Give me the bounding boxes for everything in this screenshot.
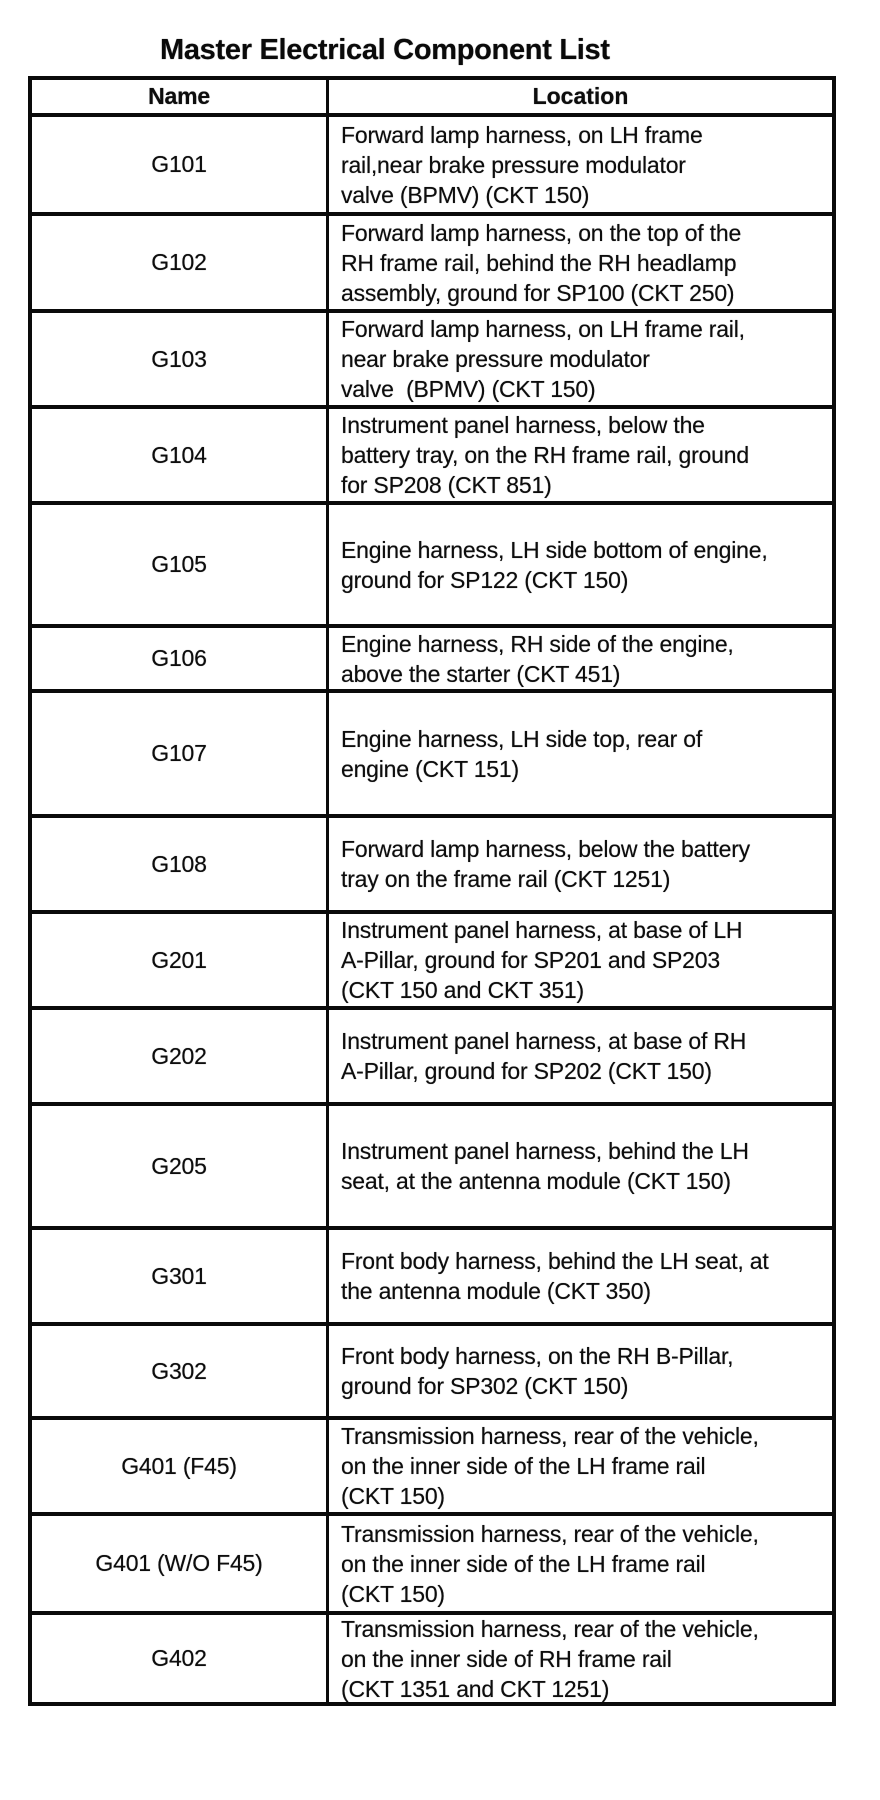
table-row: G108 Forward lamp harness, below the bat… bbox=[32, 818, 832, 914]
component-location-cell: Transmission harness, rear of the vehicl… bbox=[329, 1420, 832, 1512]
component-name: G105 bbox=[32, 505, 329, 624]
component-location-cell: Instrument panel harness, behind the LH … bbox=[329, 1106, 832, 1226]
component-location-text: Forward lamp harness, below the battery … bbox=[341, 836, 750, 892]
component-location-text: Engine harness, LH side top, rear of eng… bbox=[341, 725, 703, 782]
component-location-cell: Engine harness, RH side of the engine, a… bbox=[329, 628, 832, 689]
component-location-text: Engine harness, LH side bottom of engine… bbox=[341, 536, 768, 593]
table-row: G102 Forward lamp harness, on the top of… bbox=[32, 216, 832, 313]
table-row: G201 Instrument panel harness, at base o… bbox=[32, 914, 832, 1010]
component-location-cell: Transmission harness, rear of the vehicl… bbox=[329, 1516, 832, 1611]
component-location-cell: Forward lamp harness, below the battery … bbox=[329, 818, 832, 910]
column-header-location: Location bbox=[532, 83, 629, 109]
component-location-text: Front body harness, behind the LH seat, … bbox=[341, 1248, 769, 1304]
component-name: G201 bbox=[32, 914, 329, 1006]
table-row: G107 Engine harness, LH side top, rear o… bbox=[32, 693, 832, 818]
table-row: G106 Engine harness, RH side of the engi… bbox=[32, 628, 832, 693]
component-location-text: Front body harness, on the RH B-Pillar, … bbox=[341, 1343, 734, 1399]
component-name: G108 bbox=[32, 818, 329, 910]
component-location-text: Engine harness, RH side of the engine, a… bbox=[341, 630, 734, 687]
component-location-cell: Transmission harness, rear of the vehicl… bbox=[329, 1615, 832, 1702]
component-location-cell: Front body harness, on the RH B-Pillar, … bbox=[329, 1326, 832, 1416]
component-name: G302 bbox=[32, 1326, 329, 1416]
component-name: G101 bbox=[32, 117, 329, 212]
component-location-text: Instrument panel harness, at base of RH … bbox=[341, 1028, 747, 1084]
component-name: G103 bbox=[32, 313, 329, 405]
component-name: G102 bbox=[32, 216, 329, 309]
component-location-text: Instrument panel harness, below the batt… bbox=[341, 412, 749, 498]
component-name: G106 bbox=[32, 628, 329, 689]
component-location-cell: Instrument panel harness, below the batt… bbox=[329, 409, 832, 501]
component-location-cell: Forward lamp harness, on LH frame rail, … bbox=[329, 313, 832, 405]
component-location-cell: Forward lamp harness, on the top of the … bbox=[329, 216, 832, 309]
component-location-text: Forward lamp harness, on LH frame rail, … bbox=[341, 316, 745, 402]
component-location-cell: Instrument panel harness, at base of RH … bbox=[329, 1010, 832, 1102]
component-location-text: Forward lamp harness, on the top of the … bbox=[341, 219, 742, 306]
page-title: Master Electrical Component List bbox=[160, 34, 610, 66]
component-location-text: Transmission harness, rear of the vehicl… bbox=[341, 1520, 759, 1607]
table-row: G103 Forward lamp harness, on LH frame r… bbox=[32, 313, 832, 409]
table-row: G205 Instrument panel harness, behind th… bbox=[32, 1106, 832, 1230]
component-name: G401 (F45) bbox=[32, 1420, 329, 1512]
component-location-cell: Engine harness, LH side top, rear of eng… bbox=[329, 693, 832, 814]
table-row: G202 Instrument panel harness, at base o… bbox=[32, 1010, 832, 1106]
component-location-cell: Instrument panel harness, at base of LH … bbox=[329, 914, 832, 1006]
component-location-text: Forward lamp harness, on LH frame rail,n… bbox=[341, 121, 703, 208]
component-location-cell: Front body harness, behind the LH seat, … bbox=[329, 1230, 832, 1322]
column-header-name: Name bbox=[32, 80, 329, 113]
component-location-cell: Engine harness, LH side bottom of engine… bbox=[329, 505, 832, 624]
table-header-row: Name Location bbox=[32, 80, 832, 117]
component-name: G202 bbox=[32, 1010, 329, 1102]
component-name: G402 bbox=[32, 1615, 329, 1702]
component-location-cell: Forward lamp harness, on LH frame rail,n… bbox=[329, 117, 832, 212]
table-row: G105 Engine harness, LH side bottom of e… bbox=[32, 505, 832, 628]
component-name: G301 bbox=[32, 1230, 329, 1322]
component-location-text: Transmission harness, rear of the vehicl… bbox=[341, 1423, 759, 1509]
table-row: G401 (W/O F45) Transmission harness, rea… bbox=[32, 1516, 832, 1615]
table-row: G104 Instrument panel harness, below the… bbox=[32, 409, 832, 505]
component-location-text: Instrument panel harness, behind the LH … bbox=[341, 1138, 749, 1194]
table-row: G101 Forward lamp harness, on LH frame r… bbox=[32, 117, 832, 216]
component-location-text: Instrument panel harness, at base of LH … bbox=[341, 917, 743, 1003]
component-location-text: Transmission harness, rear of the vehicl… bbox=[341, 1615, 759, 1702]
component-name: G205 bbox=[32, 1106, 329, 1226]
table-row: G401 (F45) Transmission harness, rear of… bbox=[32, 1420, 832, 1516]
component-name: G107 bbox=[32, 693, 329, 814]
component-name: G104 bbox=[32, 409, 329, 501]
table-row: G302 Front body harness, on the RH B-Pil… bbox=[32, 1326, 832, 1420]
table-row: G301 Front body harness, behind the LH s… bbox=[32, 1230, 832, 1326]
component-table: Name Location G101 Forward lamp harness,… bbox=[28, 76, 836, 1706]
table-row: G402 Transmission harness, rear of the v… bbox=[32, 1615, 832, 1702]
component-name: G401 (W/O F45) bbox=[32, 1516, 329, 1611]
